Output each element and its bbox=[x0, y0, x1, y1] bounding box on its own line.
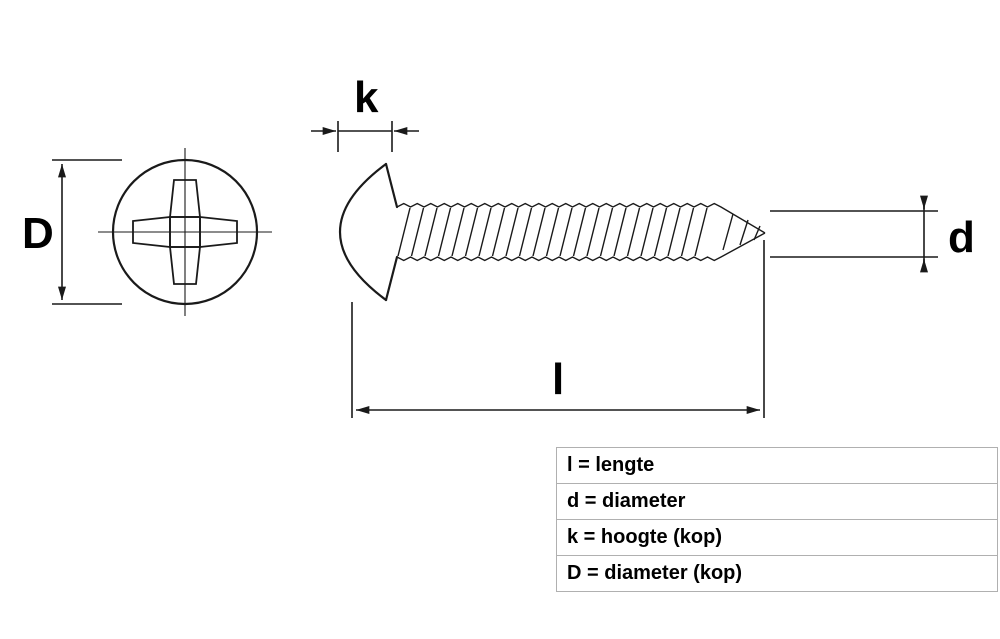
thread-hatch-line bbox=[601, 208, 613, 256]
front-view bbox=[98, 148, 272, 316]
thread-hatch-line bbox=[479, 208, 491, 256]
legend-table: l = lengte d = diameter k = hoogte (kop)… bbox=[556, 447, 998, 592]
thread-hatch-line bbox=[682, 208, 694, 256]
head-dome bbox=[340, 164, 386, 300]
thread-hatch-line bbox=[655, 208, 667, 256]
thread-hatch-lines bbox=[398, 208, 707, 256]
legend-row-diameter: d = diameter bbox=[557, 484, 997, 520]
dimension-thread-diameter: d bbox=[770, 197, 975, 271]
label-head-height: k bbox=[354, 73, 379, 122]
side-view-thread bbox=[397, 204, 765, 261]
thread-hatch-line bbox=[533, 208, 545, 256]
head-cone-top bbox=[386, 164, 397, 207]
legend-text: D = diameter (kop) bbox=[567, 562, 742, 585]
thread-hatch-line bbox=[520, 208, 532, 256]
thread-hatch-line bbox=[587, 208, 599, 256]
thread-hatch-line bbox=[628, 208, 640, 256]
thread-hatch-line bbox=[412, 208, 424, 256]
thread-hatch-line bbox=[723, 214, 733, 250]
thread-hatch-line bbox=[547, 208, 559, 256]
thread-hatch-line bbox=[425, 208, 437, 256]
dimension-head-height: k bbox=[311, 73, 419, 152]
thread-hatch-line bbox=[695, 208, 707, 256]
thread-hatch-line bbox=[398, 208, 410, 256]
label-head-diameter: D bbox=[22, 209, 54, 258]
head-cone-bottom bbox=[386, 257, 397, 300]
thread-crest-bottom bbox=[397, 233, 765, 261]
thread-hatch-line bbox=[506, 208, 518, 256]
thread-hatch-line bbox=[641, 208, 653, 256]
thread-hatch-line bbox=[560, 208, 572, 256]
thread-hatch-line bbox=[668, 208, 680, 256]
label-length: l bbox=[552, 355, 564, 404]
dimension-length: l bbox=[352, 240, 764, 418]
legend-row-head-diameter: D = diameter (kop) bbox=[557, 556, 997, 592]
thread-hatch-line bbox=[493, 208, 505, 256]
thread-hatch-line bbox=[466, 208, 478, 256]
legend-row-head-height: k = hoogte (kop) bbox=[557, 520, 997, 556]
thread-hatch-line bbox=[452, 208, 464, 256]
thread-hatch-line bbox=[614, 208, 626, 256]
legend-text: k = hoogte (kop) bbox=[567, 526, 722, 549]
label-thread-diameter: d bbox=[948, 213, 975, 262]
side-view-head bbox=[340, 164, 397, 300]
legend-text: d = diameter bbox=[567, 490, 685, 513]
thread-hatch-line bbox=[439, 208, 451, 256]
thread-hatch-line bbox=[574, 208, 586, 256]
thread-hatch-line bbox=[740, 220, 748, 245]
legend-row-length: l = lengte bbox=[557, 448, 997, 484]
legend-text: l = lengte bbox=[567, 454, 654, 477]
